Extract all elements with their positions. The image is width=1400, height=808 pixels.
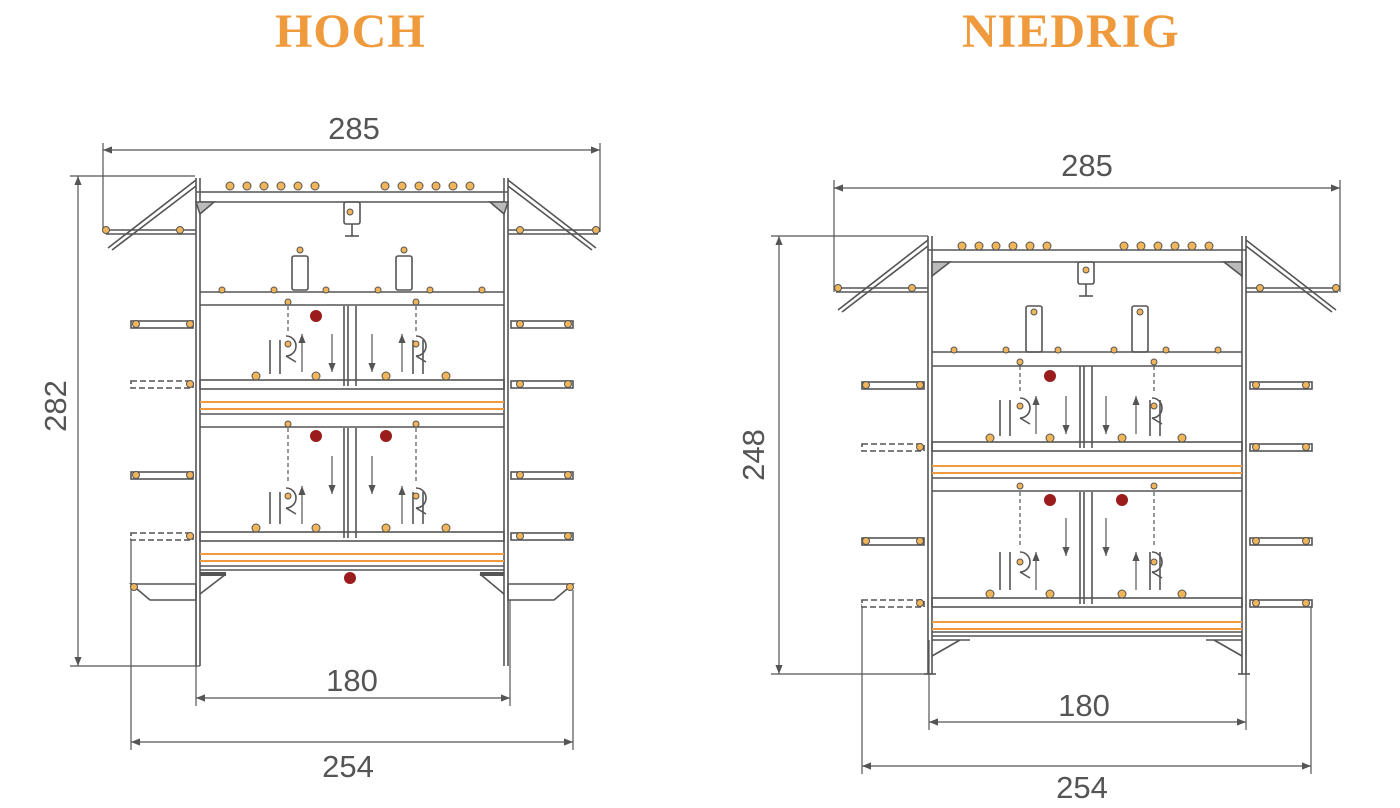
cage-frame-hoch bbox=[106, 178, 598, 666]
dimension-top-width: 285 bbox=[1061, 148, 1113, 183]
flow-arrows-niedrig bbox=[1019, 366, 1155, 590]
title-niedrig: NIEDRIG bbox=[962, 5, 1180, 58]
warning-icons-hoch bbox=[310, 310, 392, 584]
cage-frame-niedrig bbox=[836, 236, 1338, 675]
manure-belts-niedrig bbox=[932, 465, 1242, 630]
dimension-height: 248 bbox=[736, 429, 771, 481]
dimension-bottom-width: 254 bbox=[1056, 770, 1108, 805]
dimension-bottom-width: 254 bbox=[322, 749, 374, 784]
nipples-hoch bbox=[102, 181, 600, 591]
cage-drawing-hoch: 285 282 180 254 bbox=[38, 111, 601, 784]
dimension-inner-width: 180 bbox=[326, 663, 378, 698]
dimension-lines-niedrig bbox=[771, 180, 1341, 774]
title-hoch: HOCH bbox=[275, 5, 426, 58]
flow-arrows-hoch bbox=[287, 306, 417, 524]
dimension-inner-width: 180 bbox=[1058, 688, 1110, 723]
nipples-niedrig bbox=[834, 241, 1340, 607]
warning-icons-niedrig bbox=[1044, 370, 1128, 506]
cage-drawing-niedrig: 285 248 180 254 bbox=[736, 148, 1341, 805]
dimension-top-width: 285 bbox=[328, 111, 380, 146]
dimension-height: 282 bbox=[38, 380, 73, 432]
manure-belts-hoch bbox=[200, 401, 504, 562]
